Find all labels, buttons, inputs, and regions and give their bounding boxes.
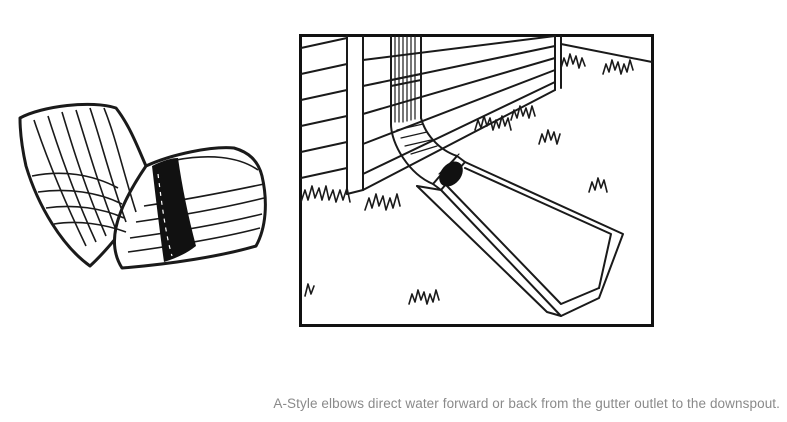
- figure-caption: A-Style elbows direct water forward or b…: [273, 396, 780, 411]
- elbow-illustration: [18, 102, 267, 270]
- downspout-installation-illustration: [299, 34, 654, 327]
